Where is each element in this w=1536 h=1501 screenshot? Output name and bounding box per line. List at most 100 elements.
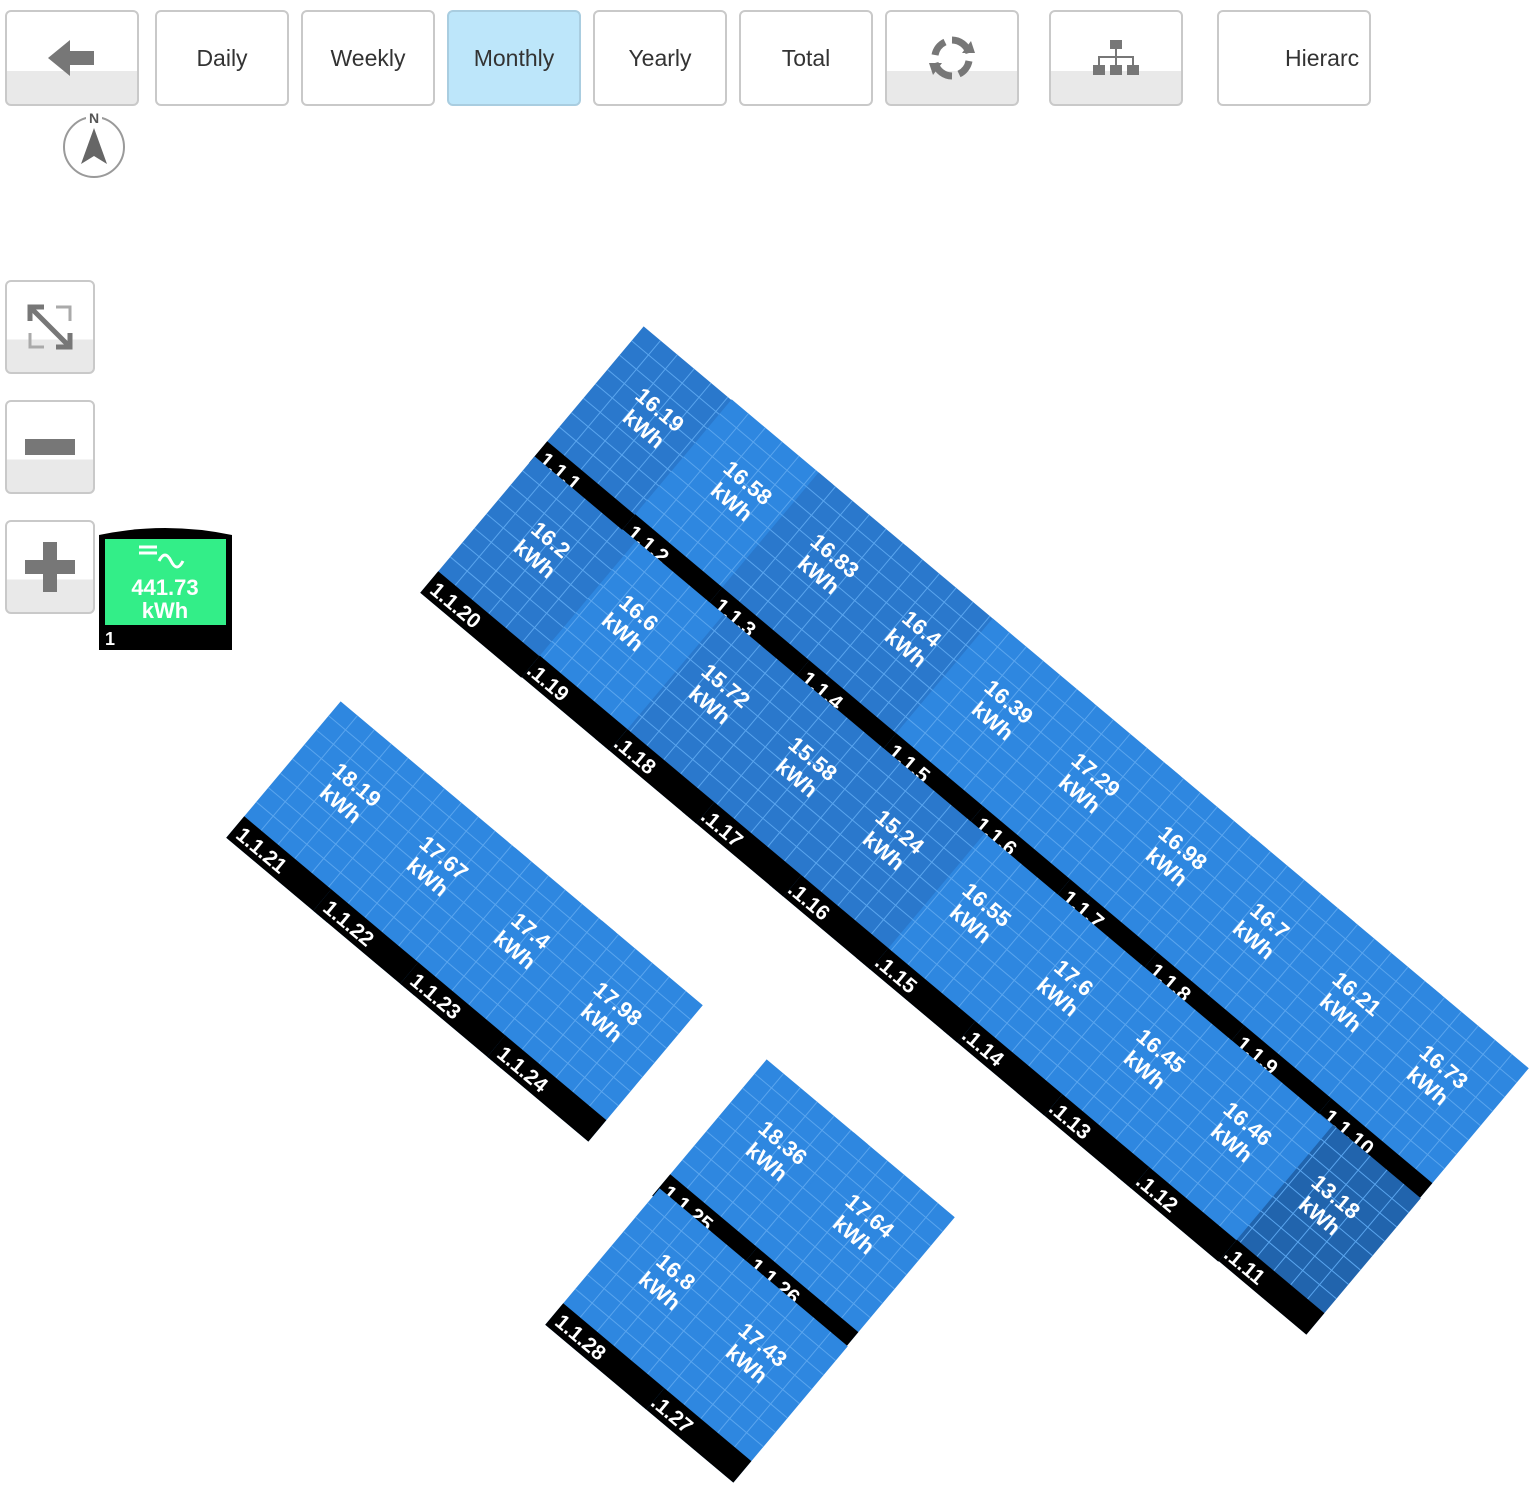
panel-cell-grid — [681, 1073, 857, 1246]
panel-cell-grid — [1234, 1127, 1410, 1300]
daily-label: Daily — [196, 44, 248, 71]
meter-id: 1 — [105, 629, 115, 649]
panel-cell-grid — [994, 705, 1170, 878]
panel-id-bar — [508, 644, 628, 751]
fit-screen-button[interactable] — [5, 280, 95, 374]
plus-icon — [25, 542, 75, 592]
panel-cell-grid — [1342, 997, 1518, 1170]
zoom-in-button[interactable] — [5, 520, 95, 614]
panel-cell-grid — [711, 689, 887, 862]
panel-id-bar — [1139, 952, 1259, 1059]
panel-id-bar — [769, 863, 889, 970]
yearly-button[interactable]: Yearly — [593, 10, 727, 106]
panel-id-bar — [856, 936, 976, 1043]
panel-id-bar — [1052, 879, 1172, 986]
hierarchy-label: Hierarc — [1285, 44, 1360, 71]
refresh-icon — [929, 36, 975, 80]
panel-cell-grid — [798, 762, 974, 935]
panel-cell-grid — [907, 632, 1083, 805]
panel-cell-grid — [1168, 851, 1344, 1024]
panel-cell-grid — [516, 934, 692, 1107]
panel-cell-grid — [1081, 778, 1257, 951]
panel-cell-grid — [342, 788, 518, 961]
panel-cell-grid — [1146, 1054, 1322, 1227]
minus-icon — [25, 439, 75, 455]
panel-id-bar — [704, 587, 824, 694]
panel-id-bar — [545, 1303, 665, 1410]
zoom-out-button[interactable] — [5, 400, 95, 494]
refresh-button[interactable] — [885, 10, 1019, 106]
panel-id-bar — [617, 514, 737, 621]
arrow-left-icon — [48, 40, 94, 76]
panel-cell-grid — [449, 470, 625, 643]
meter-unit: kWh — [142, 598, 188, 623]
panel-id-bar — [878, 733, 998, 840]
back-button[interactable] — [5, 10, 139, 106]
panel-cell-grid — [624, 616, 800, 789]
panel-cell-grid — [1059, 981, 1235, 1154]
panel-id-bar — [226, 816, 346, 923]
fit-screen-icon — [27, 304, 73, 350]
monthly-button[interactable]: Monthly — [447, 10, 581, 106]
panel-id-bar — [420, 571, 540, 678]
compass: N — [63, 112, 125, 178]
ac-dc-icon — [139, 545, 185, 569]
yearly-label: Yearly — [628, 44, 692, 71]
meter-display — [105, 539, 226, 625]
panel-id-bar — [529, 441, 649, 548]
panel-cell-grid — [768, 1146, 944, 1319]
panel-id-bar — [1117, 1155, 1237, 1262]
panel-id-bar — [652, 1174, 772, 1281]
weekly-button[interactable]: Weekly — [301, 10, 435, 106]
panel-cell-grid — [661, 1275, 837, 1448]
panel-cell-grid — [733, 486, 909, 659]
panel-id-bar — [1313, 1098, 1433, 1205]
panel-cell-grid — [429, 861, 605, 1034]
panel-id-bar — [595, 717, 715, 824]
total-label: Total — [781, 44, 831, 71]
panel-cell-grid — [972, 908, 1148, 1081]
meter-value: 441.73 — [131, 575, 198, 600]
total-button[interactable]: Total — [739, 10, 873, 106]
compass-arrow-icon — [81, 128, 107, 164]
hierarchy-button[interactable]: Hierarc — [1217, 10, 1371, 106]
sitemap-icon — [1093, 40, 1139, 75]
hierarchy-tree-button[interactable] — [1049, 10, 1183, 106]
panel-id-bar — [791, 660, 911, 767]
panel-id-bar — [682, 790, 802, 897]
panel-id-bar — [1205, 1228, 1325, 1335]
panel-cell-grid — [558, 340, 734, 513]
energy-meter[interactable]: 441.73 kWh 1 — [99, 527, 232, 650]
monthly-label: Monthly — [473, 44, 555, 71]
panel-id-bar — [965, 806, 1085, 913]
panel-id-bar — [739, 1247, 859, 1354]
daily-button[interactable]: Daily — [155, 10, 289, 106]
panel-cell-grid — [574, 1202, 750, 1375]
panel-id-bar — [400, 962, 520, 1069]
panel-cell-grid — [537, 543, 713, 716]
panel-cell-grid — [255, 715, 431, 888]
compass-north-label: N — [89, 112, 99, 126]
panel-cell-grid — [646, 413, 822, 586]
panel-id-bar — [313, 889, 433, 996]
panel-cell-grid — [1255, 924, 1431, 1097]
panel-id-bar — [487, 1035, 607, 1142]
panel-id-bar — [1226, 1025, 1346, 1132]
